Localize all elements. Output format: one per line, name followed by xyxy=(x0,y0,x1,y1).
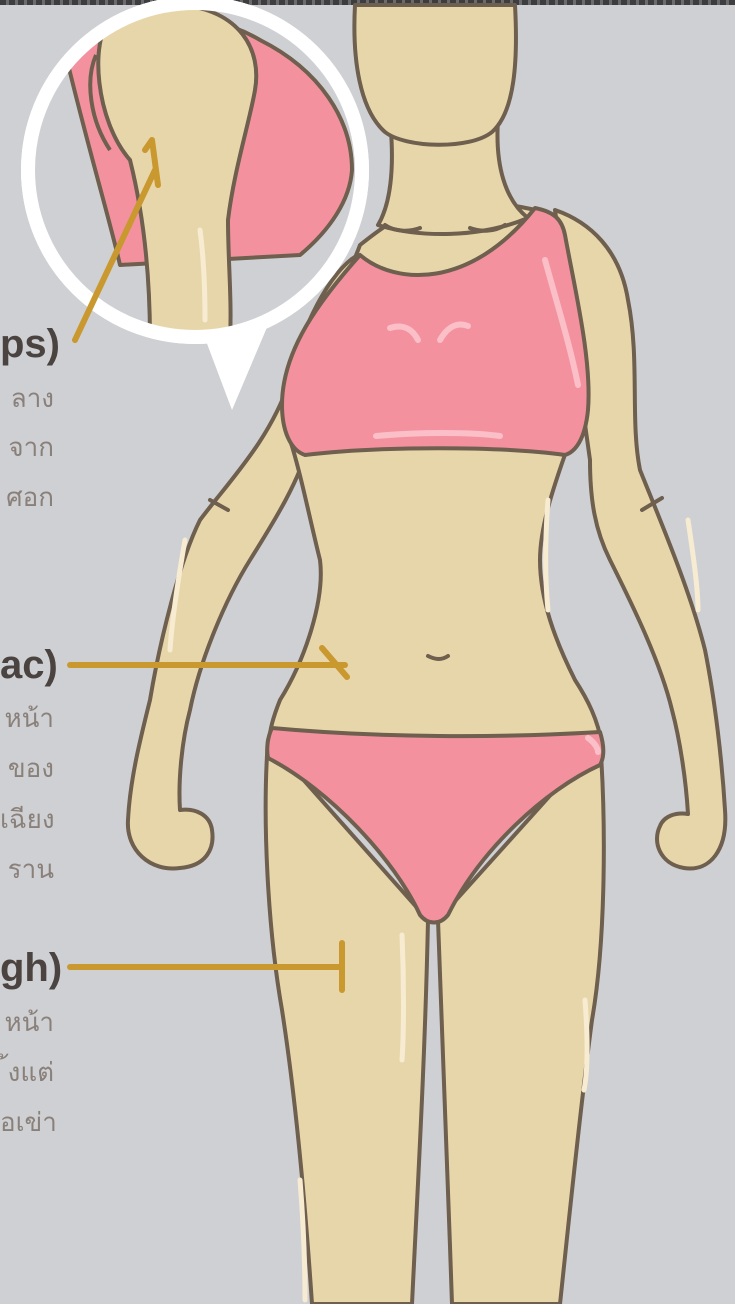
suprailiac-line-4: ราน xyxy=(0,856,54,882)
thigh-line-2: ้งแต่ xyxy=(0,1059,54,1085)
thigh-line-1: หน้า xyxy=(0,1009,54,1035)
head xyxy=(354,5,516,145)
triceps-heading: ps) xyxy=(0,324,60,364)
triceps-line-2: จาก xyxy=(0,434,54,460)
suprailiac-line-2: ของ xyxy=(0,755,54,781)
triceps-line-1: ลาง xyxy=(0,385,54,411)
suprailiac-line-3: เฉียง xyxy=(0,806,54,832)
thigh-line-3: อเข่า xyxy=(0,1109,54,1135)
thigh-heading: gh) xyxy=(0,948,62,988)
suprailiac-heading: ac) xyxy=(0,645,58,685)
triceps-line-3: ศอก xyxy=(0,484,54,510)
suprailiac-line-1: หน้า xyxy=(0,705,54,731)
